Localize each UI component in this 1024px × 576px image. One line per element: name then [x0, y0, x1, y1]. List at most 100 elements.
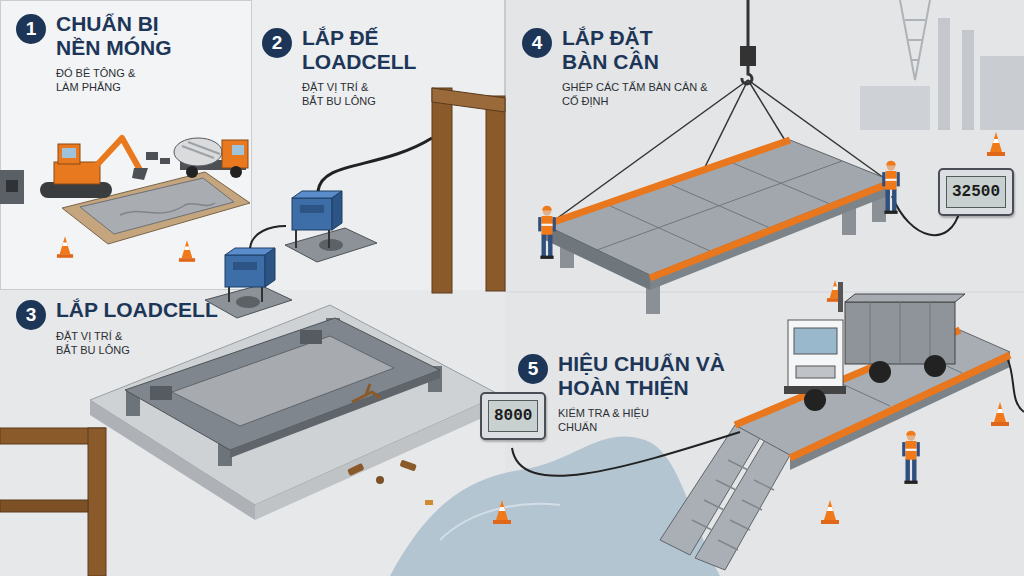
- step-description: ĐỔ BÊ TÔNG & LÀM PHẲNG: [56, 66, 151, 95]
- step-number: 1: [26, 18, 37, 40]
- step-description: ĐẶT VỊ TRÍ & BẮT BU LÔNG: [56, 329, 146, 358]
- traffic-cone: [991, 402, 1009, 426]
- worker: [882, 161, 900, 214]
- loadcell: [228, 287, 230, 302]
- crane-hook: [740, 46, 756, 66]
- step-description: GHÉP CÁC TẤM BÀN CÂN & CỐ ĐỊNH: [562, 80, 722, 109]
- step-text: CHUẨN BỊ NỀN MÓNG ĐỔ BÊ TÔNG & LÀM PHẲNG: [56, 12, 206, 95]
- step-number: 5: [528, 358, 539, 380]
- excavator: [58, 144, 80, 164]
- rusty-beam: [486, 96, 505, 291]
- worker: [902, 431, 920, 484]
- step-text: HIỆU CHUẨN VÀ HOÀN THIỆN KIỂM TRA & HIỆU …: [558, 352, 748, 435]
- concrete-slab: [90, 305, 500, 505]
- mixer-truck: [232, 145, 244, 155]
- foundation-site: [0, 152, 250, 244]
- loadcell: [225, 138, 432, 302]
- loadcell: [265, 248, 275, 287]
- weighbridge-platform: [597, 161, 842, 250]
- traffic-cone: [57, 236, 195, 262]
- traffic-cone: [57, 236, 73, 258]
- calibration-platform: [695, 440, 790, 570]
- step-title: LẮP ĐẾ LOADCELL: [302, 26, 437, 73]
- step-number: 3: [26, 304, 37, 326]
- excavator: [40, 138, 148, 198]
- factory-silhouette: [860, 86, 930, 130]
- loose-bolts: [352, 384, 380, 402]
- step-text: LẮP ĐẶT BÀN CÂN GHÉP CÁC TẤM BÀN CÂN & CỐ…: [562, 26, 722, 109]
- background: [1, 1, 252, 290]
- calibration-platform: [512, 330, 1024, 570]
- step-title: HIỆU CHUẨN VÀ HOÀN THIỆN: [558, 352, 748, 399]
- loose-bolts: [425, 500, 433, 505]
- step-text: LẮP LOADCELL ĐẶT VỊ TRÍ & BẮT BU LÔNG: [56, 298, 218, 357]
- traffic-cone: [987, 132, 1005, 156]
- loadcell: [225, 255, 265, 287]
- truck: [869, 361, 891, 383]
- weighbridge-platform: [545, 140, 960, 314]
- loadcell: [261, 287, 263, 302]
- step-description: KIỂM TRA & HIỆU CHUẨN: [558, 406, 653, 435]
- truck: [838, 282, 843, 312]
- rusty-beam: [432, 88, 452, 293]
- concrete-slab: [90, 305, 500, 520]
- truck: [788, 320, 843, 392]
- puddle: [390, 436, 720, 576]
- puddle: [390, 436, 720, 576]
- loadcell: [250, 226, 286, 248]
- loadcell: [233, 262, 257, 270]
- step-badge: 2: [262, 28, 292, 58]
- crane-hook: [747, 0, 750, 46]
- steel-frame: [300, 330, 322, 344]
- loose-bolts: [376, 476, 384, 484]
- calibration-platform: [790, 355, 1010, 458]
- excavator: [132, 168, 148, 180]
- calibration-platform: [692, 460, 774, 550]
- traffic-cone: [493, 500, 511, 524]
- loadcell: [332, 191, 342, 230]
- steel-frame: [150, 386, 172, 400]
- truck: [845, 302, 955, 364]
- step-title: CHUẨN BỊ NỀN MÓNG: [56, 12, 206, 59]
- base-plate: [285, 228, 377, 262]
- mixer-truck: [230, 166, 242, 178]
- excavator: [54, 162, 100, 184]
- mixer-truck: [222, 140, 248, 168]
- step-heading: 5 HIỆU CHUẨN VÀ HOÀN THIỆN KIỂM TRA & HIỆU…: [518, 352, 748, 435]
- crane-hook: [748, 80, 786, 142]
- foundation-site: [160, 158, 170, 164]
- weight-display: 32500: [938, 168, 1014, 216]
- step-heading: 4 LẮP ĐẶT BÀN CÂN GHÉP CÁC TẤM BÀN CÂN & C…: [522, 26, 722, 109]
- step-badge: 1: [16, 14, 46, 44]
- base-plate: [236, 296, 260, 308]
- calibration-platform: [512, 432, 740, 476]
- step-title: LẮP LOADCELL: [56, 298, 218, 322]
- factory-silhouette: [962, 30, 974, 130]
- base-plate: [205, 228, 377, 318]
- step-badge: 5: [518, 354, 548, 384]
- steel-frame: [230, 370, 440, 458]
- excavator: [96, 138, 140, 170]
- calibration-platform: [1008, 360, 1024, 412]
- loadcell: [295, 230, 297, 248]
- step-number: 2: [272, 32, 283, 54]
- steel-frame: [172, 336, 394, 426]
- worker: [538, 206, 556, 259]
- factory-silhouette: [938, 18, 950, 130]
- rusty-beam: [432, 88, 505, 112]
- step-badge: 4: [522, 28, 552, 58]
- step-heading: 1 CHUẨN BỊ NỀN MÓNG ĐỔ BÊ TÔNG & LÀM PHẲNG: [16, 12, 206, 95]
- truck: [804, 389, 826, 411]
- step-title: LẮP ĐẶT BÀN CÂN: [562, 26, 692, 73]
- truck: [924, 355, 946, 377]
- foundation-site: [0, 170, 24, 204]
- rusty-beam: [88, 428, 106, 576]
- step-heading: 2LẮP ĐẾ LOADCELLĐẶT VỊ TRÍ & BẮT BU LÔNG: [262, 26, 437, 109]
- loose-bolts: [399, 460, 416, 472]
- factory-silhouette: [900, 0, 930, 80]
- loose-bolts: [347, 384, 433, 505]
- weight-display: 8000: [480, 392, 546, 440]
